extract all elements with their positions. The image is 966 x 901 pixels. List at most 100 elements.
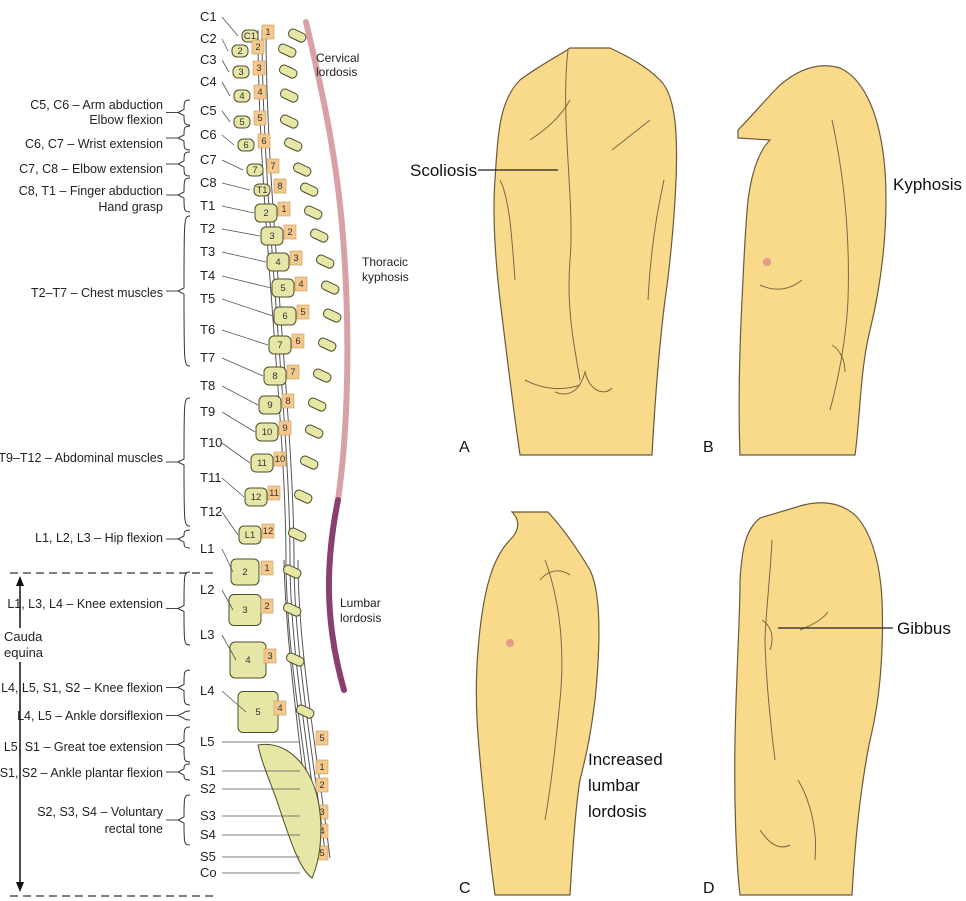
panel-d-torso [735, 503, 883, 895]
cord-segment-number: 6 [295, 336, 300, 347]
cord-segment-number: 10 [275, 454, 286, 465]
cord-segment-number: 1 [319, 762, 324, 773]
spinous-process [309, 228, 329, 244]
nerve-bracket [178, 795, 190, 845]
vertebra-leader-line [222, 229, 260, 236]
vertebra-label-l4: L4 [200, 683, 214, 698]
vertebra-label-t1: T1 [200, 198, 215, 213]
spinous-process [293, 489, 313, 505]
lumbar-curve-line [329, 500, 344, 690]
nerve-bracket [178, 398, 190, 526]
vertebra-label-t3: T3 [200, 244, 215, 259]
spinous-process [303, 205, 323, 221]
vertebra-label-s5: S5 [200, 849, 216, 864]
scoliosis-label: Scoliosis [410, 161, 477, 180]
vertebra-label-c6: C6 [200, 127, 217, 142]
cauda-equina-label-1: Cauda [4, 629, 43, 644]
vertebra-leader-line [222, 39, 228, 51]
vertebra-label-c1: C1 [200, 9, 217, 24]
spinous-process [287, 28, 307, 44]
kyphosis-label: Kyphosis [893, 175, 962, 194]
vertebra-leader-line [222, 549, 233, 572]
panel-c-torso [476, 512, 599, 895]
gibbus-label: Gibbus [897, 619, 951, 638]
nerve-function-label: C7, C8 – Elbow extension [19, 162, 163, 176]
panel-d-letter: D [703, 880, 715, 897]
nerve-function-label: S1, S2 – Ankle plantar flexion [0, 766, 163, 780]
nerve-function-label: S2, S3, S4 – Voluntary [37, 805, 164, 819]
vertebral-body-number: 5 [255, 707, 260, 718]
cord-segment-number: 1 [264, 563, 269, 574]
vertebra-label-c7: C7 [200, 152, 217, 167]
nerve-bracket [178, 126, 190, 150]
cord-segment-number: 4 [257, 87, 262, 98]
vertebral-body-number: L1 [245, 530, 256, 541]
cord-segment-number: 4 [277, 703, 282, 714]
vertebra-label-l5: L5 [200, 734, 214, 749]
vertebra-leader-line [222, 276, 271, 288]
nerve-bracket [178, 764, 190, 780]
vertebral-body-number: 3 [269, 231, 274, 242]
cord-segment-number: 11 [269, 488, 279, 499]
vertebra-leader-line [222, 299, 273, 316]
spinous-process [277, 43, 297, 59]
cord-segment-number: 3 [256, 63, 261, 74]
cord-segment-number: 8 [277, 181, 282, 192]
vertebra-label-s4: S4 [200, 827, 216, 842]
vertebral-body-number: 4 [275, 257, 280, 268]
vertebra-leader-line [222, 17, 238, 36]
vertebra-label-c5: C5 [200, 103, 217, 118]
cord-segment-number: 2 [264, 601, 269, 612]
spinous-process [299, 455, 319, 471]
vertebra-leader-line [222, 412, 255, 432]
panel-c-letter: C [459, 880, 471, 897]
cauda-equina-marker: Cauda equina [4, 573, 215, 896]
spinous-process [279, 88, 299, 104]
vertebra-label-t10: T10 [200, 435, 222, 450]
nerve-bracket [178, 670, 190, 705]
cord-segment-number: 5 [319, 733, 324, 744]
cord-segment-number: 8 [285, 396, 290, 407]
cord-segment-number: 9 [282, 423, 287, 434]
lumbar-lordosis-label-1: Lumbar [340, 596, 381, 610]
vertebra-leader-line [222, 512, 238, 535]
vertebral-body-number: 9 [267, 400, 272, 411]
vertebra-leader-line [222, 358, 263, 376]
panel-b-kyphosis: Kyphosis B [703, 66, 962, 456]
vertebral-body-number: 2 [237, 46, 242, 57]
vertebra-label-t8: T8 [200, 378, 215, 393]
nerve-function-label-line2: Hand grasp [98, 200, 163, 214]
cervical-lordosis-label-2: lordosis [316, 65, 357, 79]
vertebra-label-l1: L1 [200, 541, 214, 556]
cord-segment-number: 5 [257, 113, 262, 124]
vertebra-label-s1: S1 [200, 763, 216, 778]
spinous-process [283, 137, 303, 153]
vertebra-leader-line [222, 60, 229, 72]
spinous-process [315, 254, 335, 270]
nerve-bracket [178, 727, 190, 762]
vertebral-body-number: 4 [239, 91, 244, 102]
nerve-function-label: C6, C7 – Wrist extension [25, 137, 163, 151]
vertebra-leader-line [222, 252, 266, 262]
vertebra-leader-line [222, 386, 258, 405]
nerve-bracket [178, 216, 190, 366]
vertebrae-layer: C11223344556677T182132435465768798109111… [229, 25, 342, 878]
panel-b-letter: B [703, 439, 714, 456]
nerve-bracket [178, 152, 190, 176]
vertebral-body-number: 2 [263, 208, 268, 219]
vertebra-leader-line [222, 478, 244, 497]
vertebra-label-t6: T6 [200, 322, 215, 337]
cord-segment-number: 7 [270, 161, 275, 172]
cauda-equina-label-2: equina [4, 645, 44, 660]
vertebra-label-c4: C4 [200, 74, 217, 89]
vertebral-body-number: 2 [242, 567, 247, 578]
vertebral-body-number: 12 [251, 492, 262, 503]
vertebra-label-t12: T12 [200, 504, 222, 519]
vertebra-label-t5: T5 [200, 291, 215, 306]
panel-c-lumbar-lordosis: Increased lumbar lordosis C [459, 512, 663, 897]
lumbar-label: lumbar [588, 776, 640, 795]
vertebral-body-number: 4 [245, 655, 250, 666]
vertebral-body-number: 7 [277, 340, 282, 351]
spinous-process [317, 337, 337, 353]
thoracic-kyphosis-label-2: kyphosis [362, 270, 409, 284]
